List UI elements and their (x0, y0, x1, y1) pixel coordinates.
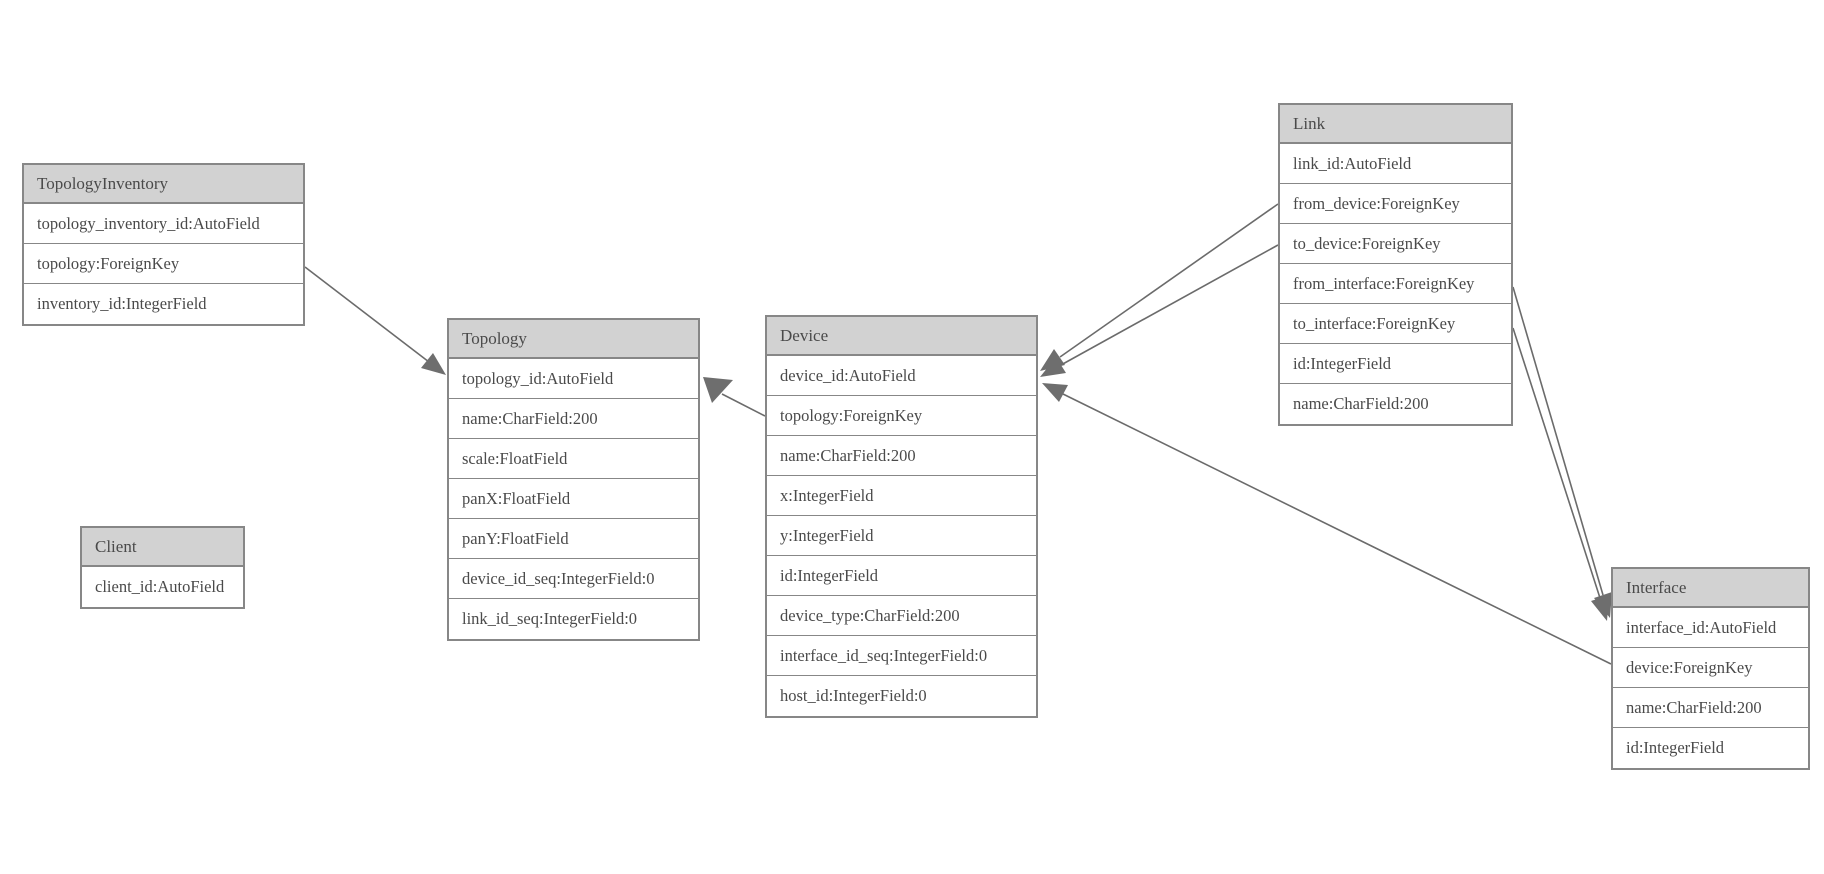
relationship-line-link-from_device-to-device (1059, 203, 1279, 358)
entity-field-row: x:IntegerField (767, 476, 1036, 516)
entity-field-row: topology:ForeignKey (24, 244, 303, 284)
entity-field-row: device_id:AutoField (767, 356, 1036, 396)
relationship-line-link-from_interface-to-interface (1512, 286, 1604, 596)
entity-field-row: topology_inventory_id:AutoField (24, 204, 303, 244)
entity-field-row: topology:ForeignKey (767, 396, 1036, 436)
entity-header: TopologyInventory (24, 165, 303, 204)
entity-field-row: from_device:ForeignKey (1280, 184, 1511, 224)
entity-field-row: id:IntegerField (1626, 738, 1725, 757)
entity-field-row: to_device:ForeignKey (1280, 224, 1511, 264)
entity-field-row: link_id_seq:IntegerField:0 (462, 609, 638, 628)
entity-field-row: name:CharField:200 (1613, 688, 1808, 728)
entity-field-row: device:ForeignKey (1613, 648, 1808, 688)
entity-field-row: panX:FloatField (449, 479, 698, 519)
arrowhead-icon (1591, 595, 1609, 621)
entity-field-row: host_id:IntegerField:0 (780, 686, 927, 705)
entity-field-row: name:CharField:200 (767, 436, 1036, 476)
relationship-line-link-to_interface-to-interface (1512, 327, 1601, 599)
entity-header: Device (767, 317, 1036, 356)
entity-header: Topology (449, 320, 698, 359)
relationship-line-topologyinventory-topology-to-topology (304, 266, 430, 363)
entity-field-row: client_id:AutoField (95, 577, 225, 596)
entity-field-row: to_interface:ForeignKey (1280, 304, 1511, 344)
arrowhead-icon (1040, 357, 1066, 377)
entity-header: Interface (1613, 569, 1808, 608)
entity-field-row: link_id:AutoField (1280, 144, 1511, 184)
relationship-line-link-to_device-to-device (1060, 244, 1279, 366)
entity-client: Client client_id:AutoField (80, 526, 245, 609)
relationship-line-device-topology-to-topology (721, 393, 766, 417)
entity-field-row: inventory_id:IntegerField (37, 294, 207, 313)
entity-field-row: panY:FloatField (449, 519, 698, 559)
entity-field-row: interface_id_seq:IntegerField:0 (767, 636, 1036, 676)
entity-field-row: name:CharField:200 (449, 399, 698, 439)
arrowhead-icon (1042, 383, 1068, 402)
arrowhead-icon (703, 377, 733, 403)
entity-field-row: id:IntegerField (1280, 344, 1511, 384)
entity-field-row: from_interface:ForeignKey (1280, 264, 1511, 304)
relationship-line-interface-device-to-device (1062, 393, 1612, 665)
entity-field-row: id:IntegerField (767, 556, 1036, 596)
entity-field-row: name:CharField:200 (1293, 394, 1429, 413)
entity-field-row: scale:FloatField (449, 439, 698, 479)
entity-header: Link (1280, 105, 1511, 144)
entity-field-row: y:IntegerField (767, 516, 1036, 556)
arrowhead-icon (421, 353, 446, 375)
entity-field-row: interface_id:AutoField (1613, 608, 1808, 648)
entity-field-row: topology_id:AutoField (449, 359, 698, 399)
entity-field-row: device_type:CharField:200 (767, 596, 1036, 636)
entity-field-row: device_id_seq:IntegerField:0 (449, 559, 698, 599)
entity-header: Client (82, 528, 243, 567)
